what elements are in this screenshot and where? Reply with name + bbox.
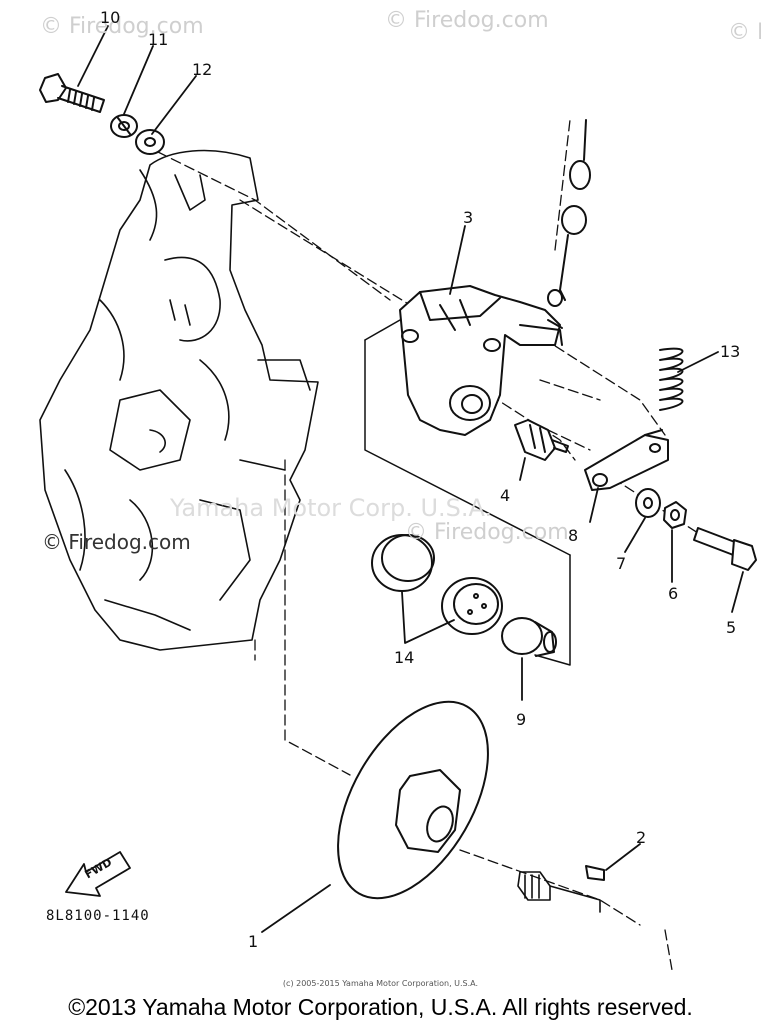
diagram-code: 8L8100-1140 — [46, 908, 150, 924]
roller-part-14 — [371, 534, 503, 635]
leader-lines — [77, 25, 744, 933]
part-label-2: 2 — [636, 828, 647, 847]
watermark-far-right: © F — [728, 20, 761, 45]
lever-part-8 — [584, 429, 669, 491]
part-label-14: 14 — [394, 648, 415, 667]
part-label-12: 12 — [192, 60, 213, 79]
watermark-middle-center: © Firedog.com — [405, 520, 569, 545]
watermark-center: Yamaha Motor Corp. U.S.A. — [170, 494, 493, 522]
part-label-6: 6 — [668, 584, 679, 603]
part-label-11: 11 — [148, 30, 169, 49]
bolt-part-10 — [39, 73, 105, 113]
housing-part-3 — [399, 285, 563, 436]
nut-part-6 — [663, 501, 687, 529]
part-label-10: 10 — [100, 8, 121, 27]
small-copyright: (c) 2005-2015 Yamaha Motor Corporation, … — [282, 979, 479, 988]
fwd-arrow — [65, 851, 131, 897]
engine-case-outline — [39, 149, 319, 651]
watermark-middle-left: © Firedog.com — [42, 530, 191, 554]
spring-part-13 — [659, 347, 684, 411]
part-label-4: 4 — [500, 486, 511, 505]
collar-part-9 — [501, 617, 557, 657]
cable — [547, 119, 591, 329]
watermark-top-right: © Firedog.com — [385, 8, 549, 33]
washer-part-12 — [135, 129, 165, 155]
part-label-9: 9 — [516, 710, 527, 729]
part-label-5: 5 — [726, 618, 737, 637]
copyright-footer: ©2013 Yamaha Motor Corporation, U.S.A. A… — [68, 994, 693, 1020]
washer-part-7 — [635, 488, 661, 518]
part-label-1: 1 — [248, 932, 259, 951]
part-label-7: 7 — [616, 554, 627, 573]
bracket-lines — [364, 319, 571, 666]
crank-spline — [517, 871, 601, 913]
spring-washer-part-11 — [110, 114, 138, 138]
sheave-part-1 — [337, 700, 489, 900]
part-label-3: 3 — [463, 208, 474, 227]
part-label-13: 13 — [720, 342, 741, 361]
watermark-top-left: © Firedog.com — [40, 14, 204, 39]
part-label-8: 8 — [568, 526, 579, 545]
bolt-part-5 — [693, 527, 757, 571]
key-part-2 — [585, 865, 605, 881]
adjuster-part-4 — [514, 419, 569, 461]
